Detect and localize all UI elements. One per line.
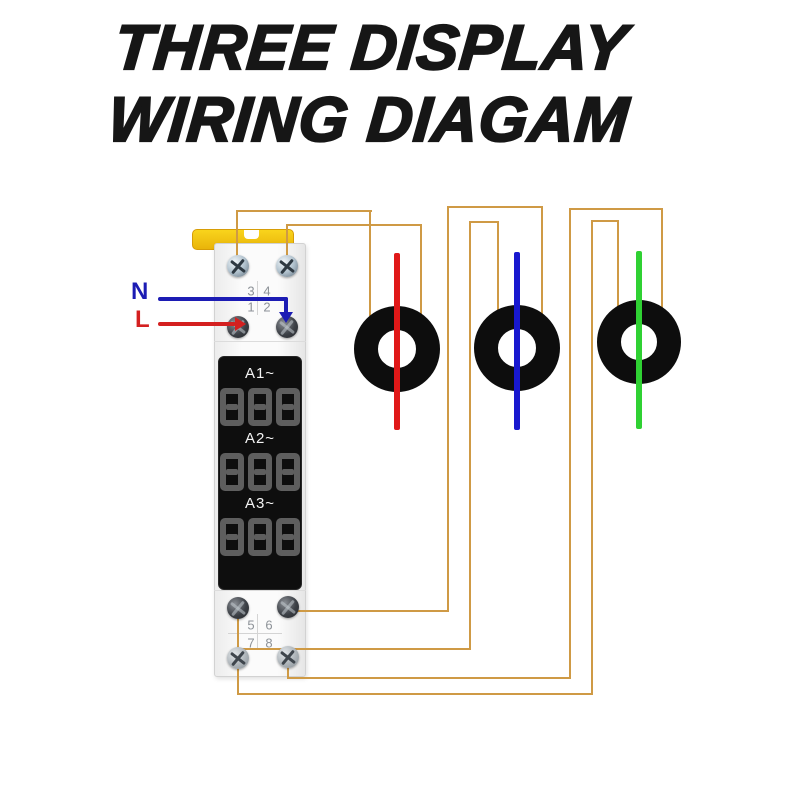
terminal-label-3: 3: [247, 283, 255, 299]
body-seam-bottom: [214, 590, 306, 591]
neutral-wire-arrow: [279, 312, 293, 323]
terminal7-wire-drop: [237, 666, 239, 695]
bottom-grid-hline: [228, 633, 282, 634]
display-2-label: A2~: [244, 430, 276, 447]
seven-segment-digit: [220, 518, 244, 556]
terminal-label-7: 7: [247, 635, 255, 651]
phase-red-wire: [394, 253, 400, 430]
display-1-digits: [219, 388, 301, 426]
seven-segment-digit: [220, 453, 244, 491]
screw-terminal-6: [277, 596, 299, 618]
ct3-lead-a-leg: [661, 208, 663, 310]
line-label: L: [135, 306, 150, 333]
neutral-label: N: [131, 278, 149, 305]
ct2-lead-b-rail: [469, 221, 499, 223]
page-title: THREE DISPLAY WIRING DIAGAM: [104, 12, 738, 156]
line-wire-arrow: [235, 317, 246, 331]
terminal5-wire: [237, 648, 471, 650]
ct2-lead-b-leg: [497, 221, 499, 316]
ct1-lead-a-drop: [236, 210, 238, 260]
seven-segment-digit: [248, 388, 272, 426]
led-display-panel: A1~ A2~ A3~: [218, 356, 302, 590]
terminal-label-4: 4: [263, 283, 271, 299]
seven-segment-digit: [248, 453, 272, 491]
seven-segment-digit: [276, 518, 300, 556]
seven-segment-digit: [276, 388, 300, 426]
neutral-wire-v: [284, 297, 288, 314]
display-3-digits: [219, 518, 301, 556]
seven-segment-digit: [248, 518, 272, 556]
ct2-lead-a-drop: [447, 206, 449, 612]
ct2-lead-b-drop: [469, 221, 471, 650]
screw-terminal-4: [276, 255, 298, 277]
screw-terminal-3: [227, 255, 249, 277]
display-1-label: A1~: [244, 365, 276, 382]
terminal8-wire-drop: [287, 664, 289, 679]
screw-terminal-8: [277, 646, 299, 668]
seven-segment-digit: [276, 453, 300, 491]
terminal5-wire-drop: [237, 617, 239, 650]
phase-blue-wire: [514, 252, 520, 430]
ct2-lead-a-leg: [541, 206, 543, 316]
ct1-lead-b-leg: [420, 224, 422, 316]
title-line-1: THREE DISPLAY: [111, 12, 632, 84]
terminal8-wire: [287, 677, 571, 679]
screw-terminal-7: [227, 647, 249, 669]
ct3-lead-a-rail: [569, 208, 663, 210]
ct3-lead-a-drop: [569, 208, 571, 679]
ct1-lead-b-rail: [286, 224, 422, 226]
neutral-wire-h: [158, 297, 288, 301]
terminal-label-2: 2: [263, 299, 271, 315]
terminal-label-8: 8: [265, 635, 273, 651]
line-wire-h: [158, 322, 236, 326]
ct1-lead-a-rail: [236, 210, 372, 212]
clip-notch: [244, 230, 259, 239]
seven-segment-digit: [220, 388, 244, 426]
ct1-lead-a-leg: [369, 210, 371, 316]
display-3-label: A3~: [244, 495, 276, 512]
terminal-label-1: 1: [247, 299, 255, 315]
terminal7-wire: [237, 693, 593, 695]
terminal6-wire: [291, 610, 449, 612]
phase-green-wire: [636, 251, 642, 429]
terminal-label-5: 5: [247, 617, 255, 633]
ct2-lead-a-rail: [447, 206, 543, 208]
title-line-2: WIRING DIAGAM: [104, 84, 633, 156]
body-seam-top: [214, 341, 306, 342]
ct3-lead-b-drop: [591, 220, 593, 695]
terminal-label-6: 6: [265, 617, 273, 633]
display-2-digits: [219, 453, 301, 491]
bottom-grid-divider: [257, 614, 258, 650]
ct3-lead-b-rail: [591, 220, 619, 222]
ct3-lead-b-leg: [617, 220, 619, 310]
ct1-lead-b-drop: [286, 224, 288, 258]
screw-terminal-5: [227, 597, 249, 619]
